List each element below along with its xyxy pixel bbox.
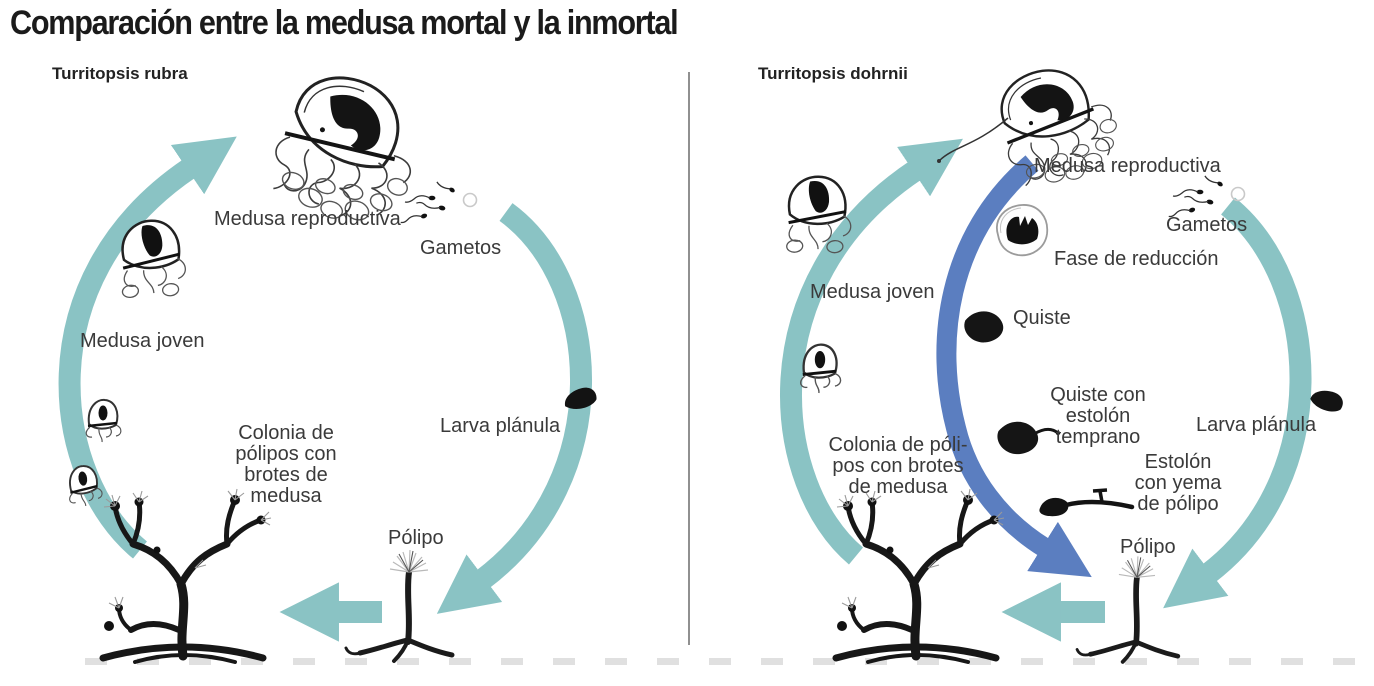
label-quiste-con-estolon: Quiste con estolón temprano: [1050, 384, 1146, 448]
right-cycle-up-arc: [780, 138, 963, 565]
label-colonia-de-polipos: Colonia de pólipos con brotes de medusa: [235, 422, 337, 507]
label-quiste: Quiste: [1013, 307, 1071, 329]
reduction-phase-illustration: [996, 204, 1049, 257]
label-medusa-reproductiva: Medusa reproductiva: [214, 208, 401, 230]
baseline-dashed-line: [85, 658, 1361, 665]
label-polipo: Pólipo: [388, 527, 444, 549]
right-cycle-arrows: [780, 138, 1312, 642]
page-title: Comparación entre la medusa mortal y la …: [10, 4, 679, 42]
young-medusa-illustration: [799, 343, 843, 395]
right-cycle-down-arc: [1163, 197, 1312, 609]
left-cycle-arrows: [58, 136, 592, 642]
label-larva-planula: Larva plánula: [440, 415, 561, 437]
label-estolon-con-yema: Estolón con yema de pólipo: [1134, 451, 1222, 515]
planula-larva-illustration: [1308, 387, 1346, 415]
label-fase-de-reduccion: Fase de reducción: [1054, 248, 1219, 270]
polyp-colony-illustration: [103, 489, 271, 662]
cyst-with-stolon-illustration: [997, 421, 1061, 455]
label-gametos: Gametos: [420, 237, 502, 259]
label-medusa-reproductiva: Medusa reproductiva: [1034, 155, 1221, 177]
reversal-arrow: [936, 155, 1092, 578]
label-polipo: Pólipo: [1120, 536, 1176, 558]
left-panel-heading: Turritopsis rubra: [52, 64, 188, 83]
label-larva-planula: Larva plánula: [1196, 414, 1317, 436]
adult-medusa-illustration: [937, 53, 1129, 196]
left-cycle-down-arc: [436, 203, 592, 614]
gametes-illustration: [399, 177, 478, 228]
cyst-illustration: [964, 311, 1004, 343]
left-cycle-up-arc: [58, 136, 237, 559]
polyp-colony-illustration: [836, 489, 1004, 662]
right-panel-heading: Turritopsis dohrnii: [758, 64, 908, 83]
young-medusa-illustration: [779, 172, 855, 259]
label-medusa-joven: Medusa joven: [810, 281, 935, 303]
label-colonia-de-polipos: Colonia de póli- pos con brotes de medus…: [828, 434, 968, 498]
panel-divider: [688, 72, 690, 645]
young-medusa-illustration: [84, 398, 123, 444]
label-medusa-joven: Medusa joven: [80, 330, 205, 352]
label-gametos: Gametos: [1166, 214, 1248, 236]
